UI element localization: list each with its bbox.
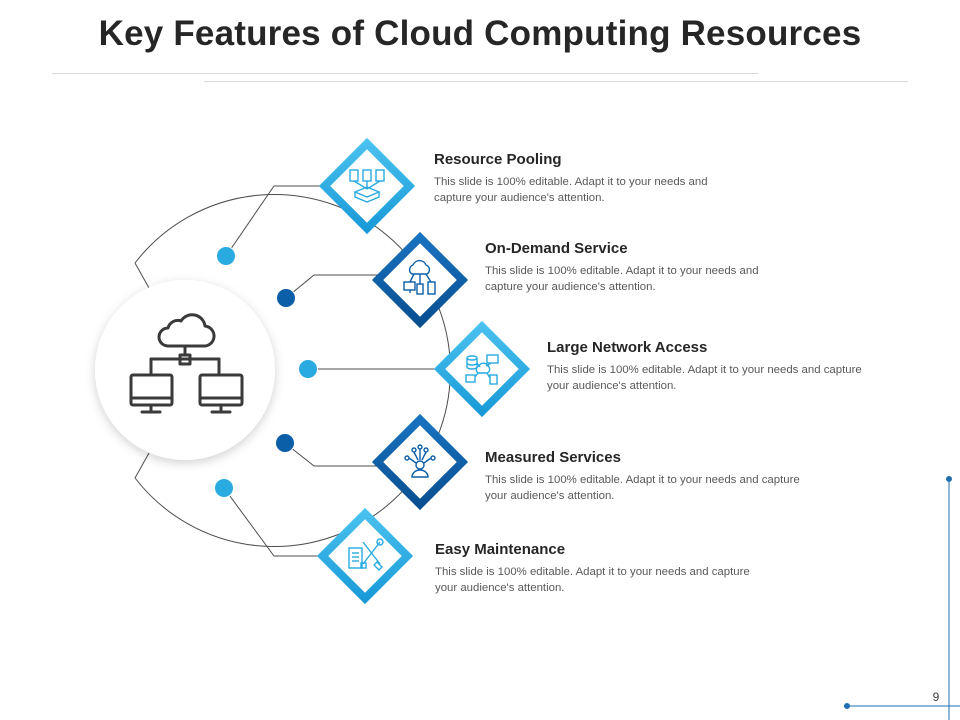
feature-description: This slide is 100% editable. Adapt it to… <box>485 265 759 293</box>
on-demand-service-icon <box>403 259 436 295</box>
connector-4 <box>284 442 378 467</box>
feature-description: This slide is 100% editable. Adapt it to… <box>485 474 800 502</box>
feature-description: This slide is 100% editable. Adapt it to… <box>435 566 750 594</box>
node-1 <box>216 246 236 266</box>
measured-services-icon <box>404 444 436 478</box>
title-divider-top <box>52 73 758 74</box>
feature-description: This slide is 100% editable. Adapt it to… <box>434 176 708 204</box>
diamond-resource-pooling <box>318 137 416 235</box>
feature-title: Large Network Access <box>547 339 708 356</box>
resource-pooling-icon <box>349 169 385 203</box>
feature-title: On-Demand Service <box>485 240 628 257</box>
feature-description: This slide is 100% editable. Adapt it to… <box>547 364 862 392</box>
feature-title: Resource Pooling <box>434 151 562 168</box>
cloud-network-icon <box>129 313 244 414</box>
node-4 <box>275 433 295 453</box>
feature-measured-services: Measured Services This slide is 100% edi… <box>485 449 935 504</box>
diamond-easy-maintenance <box>316 507 414 605</box>
connector-5 <box>223 487 320 557</box>
feature-large-network-access: Large Network Access This slide is 100% … <box>547 339 960 394</box>
diamond-measured-services <box>371 413 469 511</box>
network-access-icon <box>465 354 499 385</box>
feature-on-demand-service: On-Demand Service This slide is 100% edi… <box>485 240 935 295</box>
feature-title: Measured Services <box>485 449 621 466</box>
node-3 <box>298 359 318 379</box>
title-divider-bottom <box>204 81 908 82</box>
feature-resource-pooling: Resource Pooling This slide is 100% edit… <box>434 151 884 206</box>
feature-title: Easy Maintenance <box>435 541 566 558</box>
arc-start-tick <box>134 262 150 289</box>
node-2 <box>276 288 296 308</box>
arc-end-tick <box>134 452 150 479</box>
connector-2 <box>285 274 378 299</box>
slide-title: Key Features of Cloud Computing Resource… <box>98 14 862 53</box>
connector-1 <box>225 185 325 257</box>
footer-decoration <box>844 476 960 720</box>
node-5 <box>214 478 234 498</box>
feature-easy-maintenance: Easy Maintenance This slide is 100% edit… <box>435 541 885 596</box>
page-number: 9 <box>932 690 940 704</box>
diamond-on-demand-service <box>371 231 469 329</box>
diamond-network-access <box>433 320 531 418</box>
maintenance-tools-icon <box>348 538 384 571</box>
hub-circle <box>95 280 275 460</box>
